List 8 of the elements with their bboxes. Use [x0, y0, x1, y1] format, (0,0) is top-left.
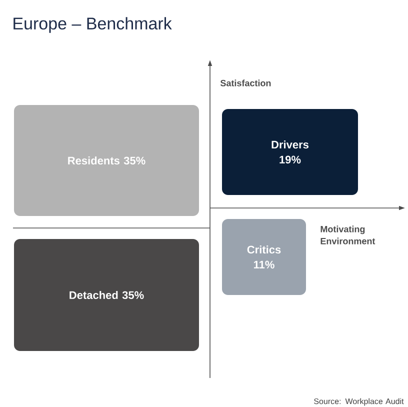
quadrant-box: Residents 35% [14, 105, 199, 216]
axis-label: Motivating Environment [320, 226, 376, 244]
axis-label: Satisfaction [220, 80, 271, 86]
quadrant-box: Critics 11% [222, 219, 306, 295]
title: Europe – Benchmark [14, 17, 172, 33]
quadrant-box: Detached 35% [14, 239, 199, 351]
quadrant-box: Drivers 19% [222, 109, 358, 195]
source-note: Source: Workplace Audit [314, 398, 404, 406]
